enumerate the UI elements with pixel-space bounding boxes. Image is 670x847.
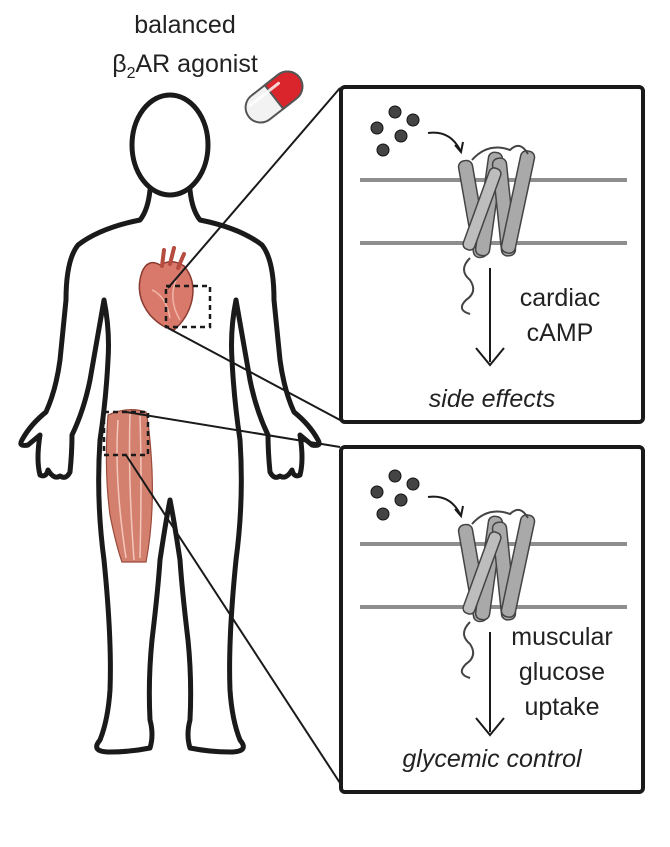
gpcr-receptor-icon (457, 508, 536, 679)
panel-2-pathway-line-3: uptake (524, 693, 599, 721)
panel-2-pathway-line-2: glucose (519, 658, 605, 686)
human-body-outline-icon (18, 92, 322, 755)
heart-icon (138, 246, 194, 331)
connector-lines (125, 87, 341, 784)
panel-2-pathway-line-1: muscular (511, 623, 612, 651)
binding-arrow (427, 495, 461, 515)
panel-1-outcome: side effects (429, 385, 555, 413)
ligand-molecules-icon (370, 469, 420, 521)
thigh-muscle-icon (105, 409, 153, 563)
panel-cardiac: cardiac cAMP side effects (339, 85, 645, 424)
panel-1-pathway-line-2: cAMP (527, 319, 594, 347)
pill-capsule-icon (244, 70, 304, 124)
panel-2-outcome: glycemic control (402, 745, 583, 773)
heart-zoom-box (164, 284, 212, 329)
title-line-2: β2AR agonist (112, 50, 258, 82)
panel-muscular: muscular glucose uptake glycemic control (339, 445, 645, 794)
panel-1-pathway-line-1: cardiac (520, 284, 601, 312)
binding-arrow (427, 131, 461, 151)
gpcr-receptor-icon (457, 144, 536, 315)
title-line-1: balanced (134, 11, 235, 39)
ligand-molecules-icon (370, 105, 420, 157)
